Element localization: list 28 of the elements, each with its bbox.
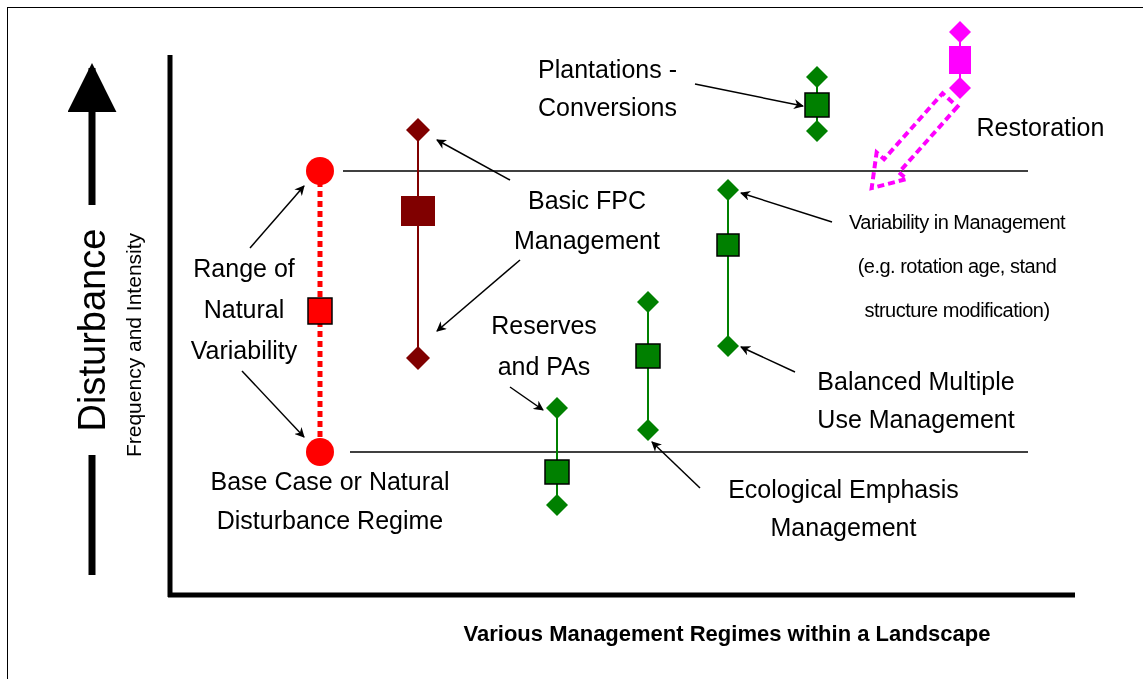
callout-text: Variability in Management (e.g. rotation age, stand structure modification) (832, 200, 1082, 332)
range-marker (947, 20, 973, 100)
range-marker (715, 178, 741, 358)
axis-title: Various Management Regimes within a Landscape (463, 621, 991, 647)
axis-title: Disturbance (70, 228, 114, 432)
leader-arrow (651, 441, 701, 489)
leader-arrow (740, 190, 833, 223)
leader-arrow (436, 139, 511, 181)
range-marker (304, 156, 336, 467)
callout-text: Ecological Emphasis Management (700, 470, 987, 546)
leader-arrow (740, 346, 796, 373)
callout-text: Range of Natural Variability (183, 248, 305, 371)
range-marker (803, 65, 831, 143)
range-marker (634, 290, 662, 442)
axis-subtitle: Frequency and Intensity (122, 232, 146, 458)
leader-arrow (436, 259, 521, 332)
callout-text: Plantations - Conversions (520, 50, 695, 126)
marker-caption: Restoration (975, 112, 1106, 143)
range-marker (399, 117, 437, 371)
callout-text: Reserves and PAs (476, 305, 612, 387)
leader-arrow (241, 370, 305, 438)
leader-arrow (509, 386, 544, 411)
callout-text: Basic FPC Management (497, 180, 677, 260)
leader-arrow (694, 83, 804, 110)
callout-text: Balanced Multiple Use Management (795, 362, 1037, 438)
leader-arrow (249, 185, 305, 249)
range-marker (543, 396, 571, 517)
marker-caption: Base Case or Natural Disturbance Regime (209, 466, 451, 536)
